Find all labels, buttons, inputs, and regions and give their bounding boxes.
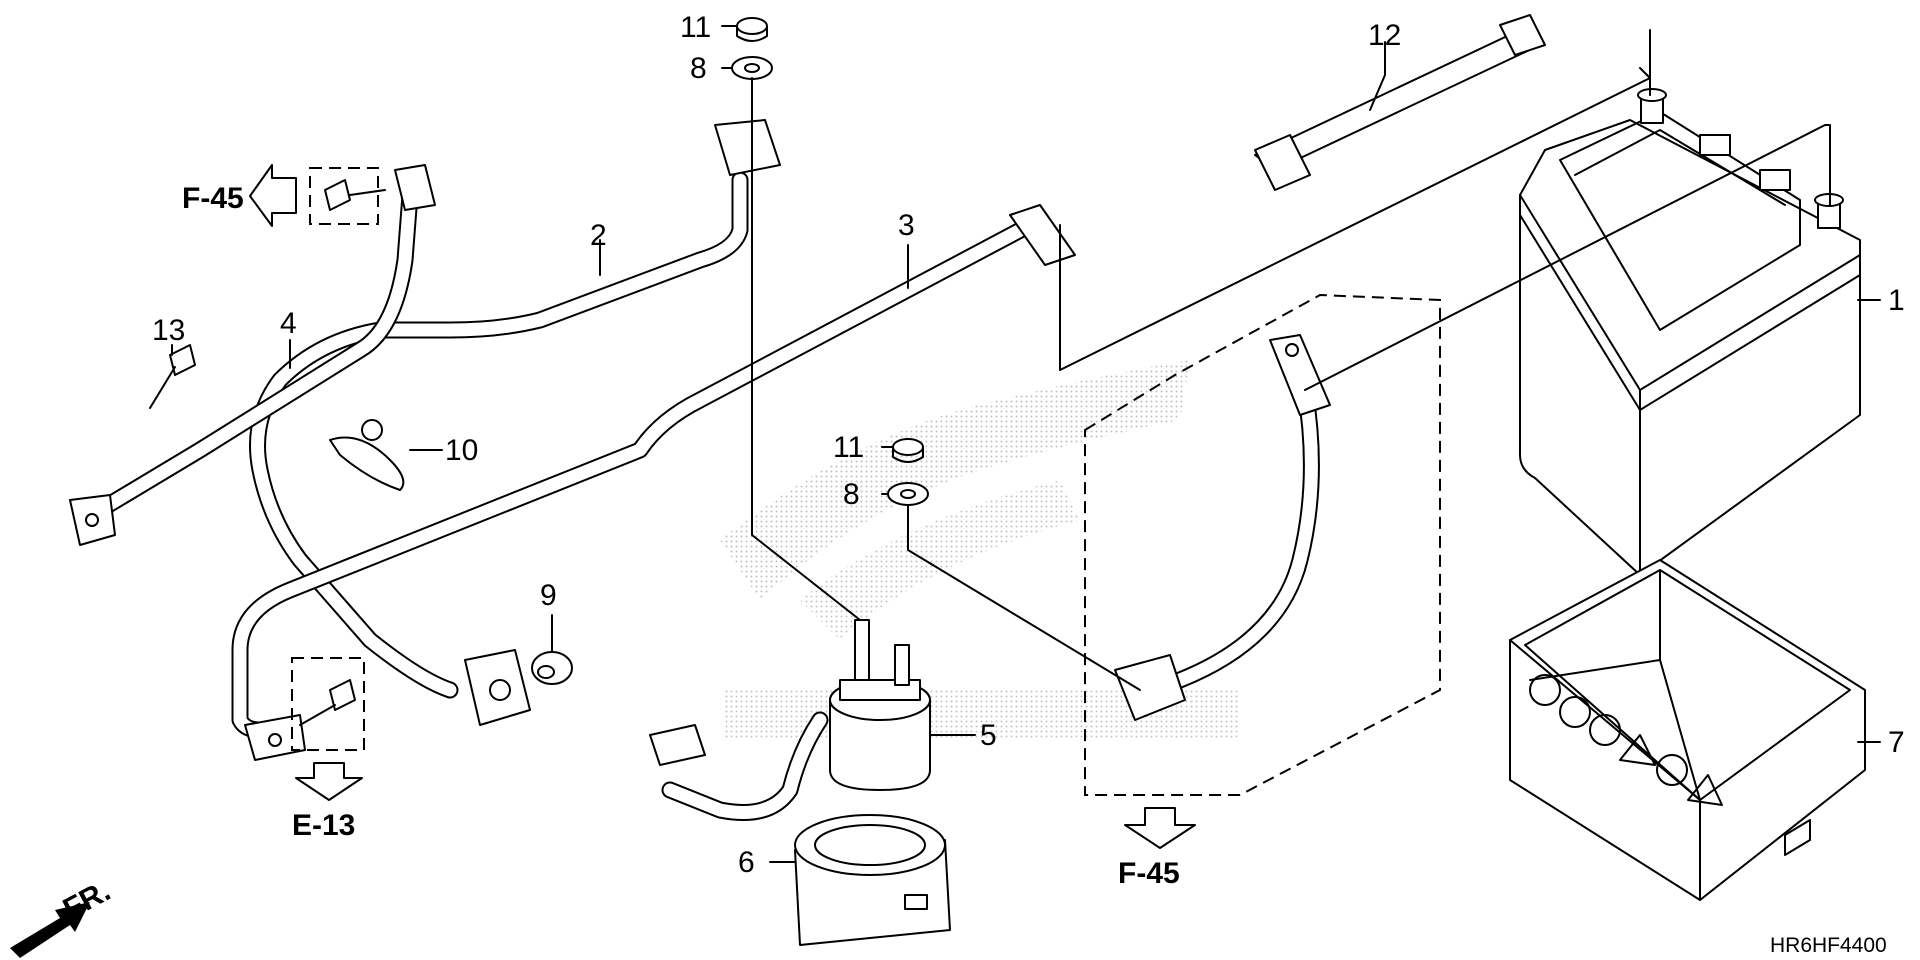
arrow-down-icon	[295, 762, 363, 801]
relay-rubber-mount[interactable]	[794, 814, 951, 946]
bolt-e13[interactable]	[299, 679, 356, 726]
negative-cable[interactable]	[231, 204, 1076, 761]
grommet[interactable]	[531, 651, 573, 685]
positive-cable[interactable]	[1114, 334, 1331, 721]
callout-1: 1	[1888, 284, 1905, 317]
dashed-box-f45-top	[309, 167, 379, 225]
washer-mid[interactable]	[887, 482, 929, 506]
cable-band[interactable]	[329, 419, 405, 491]
callout-9: 9	[540, 579, 557, 612]
callout-2: 2	[590, 219, 607, 252]
ref-label-e13[interactable]: E-13	[292, 809, 355, 842]
callout-8a: 8	[690, 52, 707, 85]
callout-13: 13	[152, 314, 185, 347]
washer-top[interactable]	[731, 56, 773, 80]
leader-lines	[171, 25, 1881, 863]
callout-10: 10	[445, 434, 478, 467]
battery-case[interactable]	[1509, 559, 1866, 901]
callout-7: 7	[1888, 726, 1905, 759]
callout-12: 12	[1368, 19, 1401, 52]
drawing-number: HR6HF4400	[1770, 934, 1887, 957]
starter-cable[interactable]	[249, 119, 781, 726]
callout-11a: 11	[680, 11, 711, 44]
callout-6: 6	[738, 846, 755, 879]
ref-label-f45-top[interactable]: F-45	[182, 182, 244, 215]
ref-label-f45-bottom[interactable]: F-45	[1118, 857, 1180, 890]
nut-top[interactable]	[736, 17, 768, 42]
bolt-13[interactable]	[149, 344, 196, 409]
front-arrow-icon	[10, 902, 90, 958]
arrow-left-icon	[249, 164, 297, 227]
battery-band[interactable]	[1254, 14, 1546, 191]
dashed-box-e13	[291, 657, 365, 751]
starter-relay[interactable]	[649, 619, 931, 821]
ground-cable[interactable]	[69, 164, 436, 546]
arrow-down-icon	[1124, 807, 1196, 849]
callout-8b: 8	[843, 478, 860, 511]
dashed-box-f45-bottom	[1084, 293, 1441, 796]
battery[interactable]	[1519, 88, 1861, 576]
callout-5: 5	[980, 719, 997, 752]
callout-11b: 11	[833, 431, 864, 464]
callout-3: 3	[898, 209, 915, 242]
callout-4: 4	[280, 307, 297, 340]
bolt-ground[interactable]	[324, 179, 386, 211]
